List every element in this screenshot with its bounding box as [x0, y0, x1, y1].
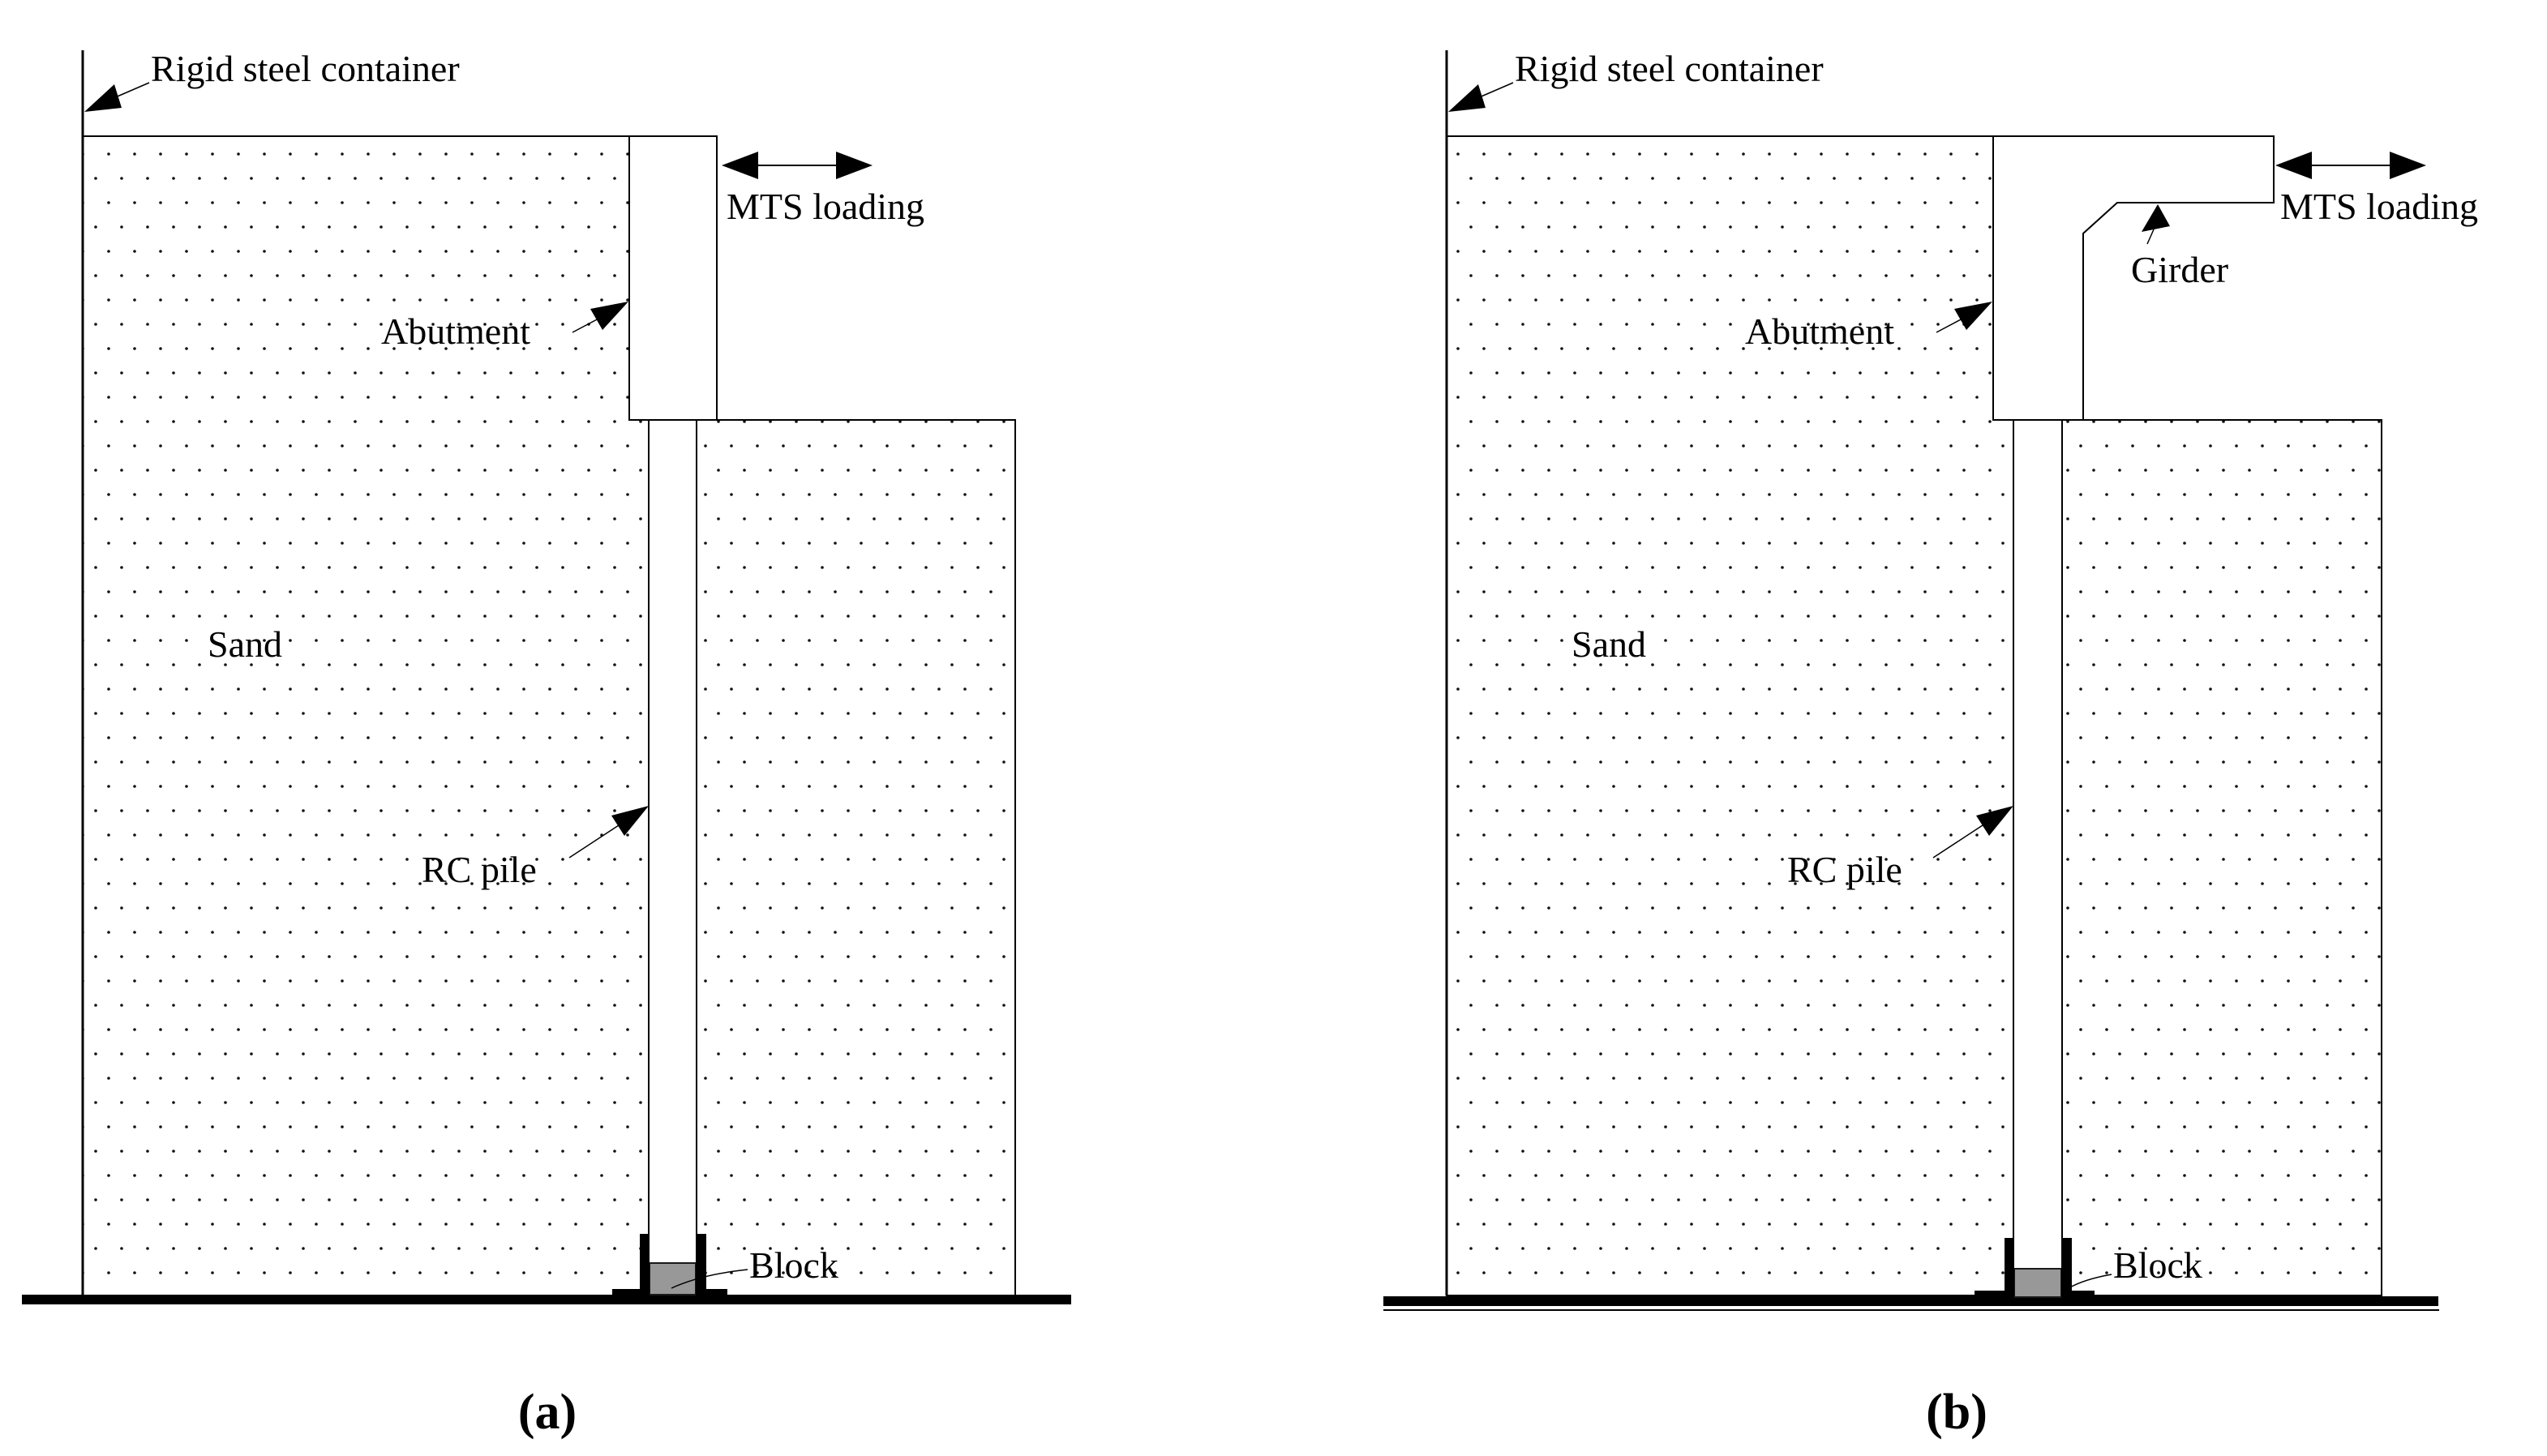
- abutment-girder-block: [1992, 135, 2275, 421]
- arrowhead-icon: [611, 806, 649, 836]
- ground-bar: [22, 1295, 1071, 1304]
- label-rc-pile: RC pile: [422, 849, 537, 890]
- arrowhead-left-icon: [722, 152, 758, 179]
- mts-loading-arrow: [2275, 152, 2426, 179]
- label-rigid-steel-container: Rigid steel container: [151, 48, 460, 89]
- sand-right-region: [696, 419, 1016, 1296]
- label-block: Block: [749, 1244, 838, 1286]
- block-bracket-right: [696, 1234, 706, 1295]
- abutment-block: [628, 135, 718, 421]
- pile-tip-block: [649, 1262, 697, 1295]
- arrowhead-icon: [1976, 806, 2013, 836]
- block-label-leader: [2068, 1274, 2112, 1289]
- label-abutment: Abutment: [381, 310, 530, 352]
- label-rigid-steel-container: Rigid steel container: [1515, 48, 1824, 89]
- label-rc-pile: RC pile: [1787, 849, 1902, 890]
- sand-right-region: [2061, 419, 2382, 1296]
- abutment-label-arrow: [1936, 302, 1992, 333]
- label-sand: Sand: [208, 623, 282, 665]
- ground-bar: [1383, 1296, 2438, 1306]
- label-sand: Sand: [1572, 623, 1646, 665]
- block-bracket-right: [2061, 1238, 2072, 1297]
- arrowhead-icon: [1448, 84, 1486, 112]
- panel-b-caption: (b): [1926, 1385, 1987, 1440]
- container-label-arrow: [1448, 82, 1514, 112]
- sand-left-region: [82, 135, 650, 1296]
- container-label-arrow: [84, 82, 150, 112]
- label-mts-loading: MTS loading: [2280, 186, 2478, 227]
- block-label-leader: [671, 1269, 748, 1289]
- arrowhead-right-icon: [2390, 152, 2426, 179]
- abutment-label-arrow: [572, 302, 628, 333]
- arrowhead-icon: [1954, 302, 1992, 330]
- block-bracket-left: [640, 1234, 650, 1295]
- girder-label-arrow: [2142, 204, 2170, 245]
- mts-loading-arrow: [722, 152, 873, 179]
- arrowhead-icon: [590, 302, 628, 330]
- panel-b: Rigid steel container MTS loading Abutme…: [1383, 48, 2478, 1440]
- block-bracket-left: [2005, 1238, 2014, 1297]
- pile-label-arrow: [1932, 806, 2013, 859]
- panel-a: Rigid steel container MTS loading Abutme…: [22, 48, 1071, 1440]
- pile-label-arrow: [568, 806, 649, 859]
- sand-left-region: [1446, 135, 2014, 1296]
- panel-a-caption: (a): [518, 1385, 577, 1440]
- pile-tip-block: [2013, 1268, 2062, 1298]
- arrowhead-icon: [2142, 204, 2170, 232]
- label-mts-loading: MTS loading: [727, 186, 924, 227]
- label-girder: Girder: [2131, 249, 2228, 290]
- label-abutment: Abutment: [1745, 310, 1894, 352]
- arrowhead-right-icon: [836, 152, 873, 179]
- label-block: Block: [2113, 1244, 2202, 1286]
- arrowhead-icon: [84, 84, 122, 112]
- arrowhead-left-icon: [2275, 152, 2312, 179]
